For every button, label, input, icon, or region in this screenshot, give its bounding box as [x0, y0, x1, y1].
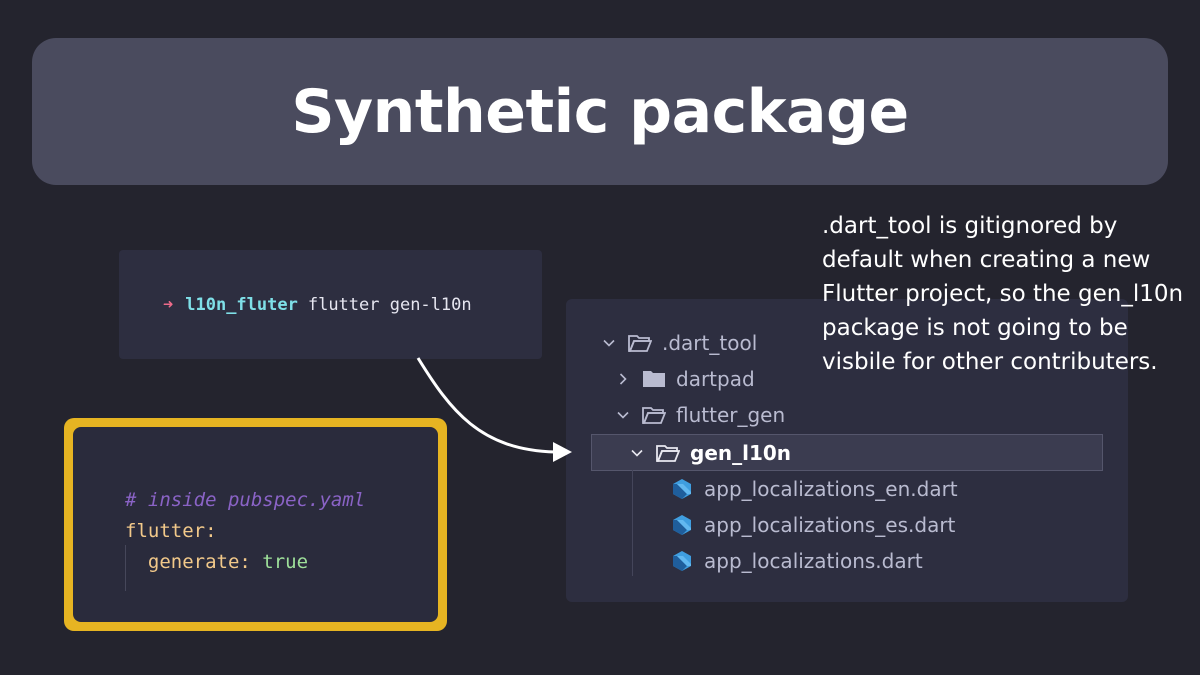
slide-title: Synthetic package: [291, 76, 909, 147]
prompt-arrow-icon: ➜: [163, 294, 174, 315]
yaml-key-generate: generate:: [147, 551, 251, 573]
title-banner: Synthetic package: [32, 38, 1168, 185]
terminal-directory: l10n_fluter: [185, 294, 298, 315]
tree-item-app-localizations[interactable]: app_localizations.dart: [670, 543, 923, 579]
folder-open-icon: [642, 405, 666, 425]
folder-icon: [642, 369, 666, 389]
tree-item-dart-tool[interactable]: .dart_tool: [598, 325, 757, 361]
chevron-right-icon[interactable]: [612, 368, 634, 390]
tree-item-label: dartpad: [676, 367, 755, 391]
terminal-snippet: ➜ l10n_fluter flutter gen-l10n: [119, 250, 542, 359]
tree-item-label: app_localizations.dart: [704, 549, 923, 573]
tree-item-app-localizations-en[interactable]: app_localizations_en.dart: [670, 471, 958, 507]
yaml-snippet: # inside pubspec.yaml flutter: generate:…: [73, 427, 438, 622]
dart-file-icon: [670, 477, 694, 501]
tree-item-gen-l10n[interactable]: gen_l10n: [591, 434, 1103, 471]
tree-item-label: gen_l10n: [690, 440, 792, 465]
yaml-comment: # inside pubspec.yaml: [125, 489, 366, 511]
terminal-line: ➜ l10n_fluter flutter gen-l10n: [163, 295, 472, 315]
folder-open-icon: [656, 443, 680, 463]
yaml-key-flutter: flutter:: [125, 520, 217, 542]
tree-item-label: flutter_gen: [676, 403, 786, 427]
tree-indent-guide: [632, 470, 633, 576]
chevron-down-icon[interactable]: [626, 442, 648, 464]
yaml-highlight-frame: # inside pubspec.yaml flutter: generate:…: [64, 418, 447, 631]
chevron-down-icon[interactable]: [612, 404, 634, 426]
yaml-value-generate: true: [262, 551, 309, 573]
indent-guide: [125, 545, 126, 591]
dart-file-icon: [670, 549, 694, 573]
folder-open-icon: [628, 333, 652, 353]
tree-item-label: app_localizations_es.dart: [704, 513, 956, 537]
terminal-command: flutter gen-l10n: [307, 294, 472, 315]
tree-item-dartpad[interactable]: dartpad: [612, 361, 755, 397]
chevron-down-icon[interactable]: [598, 332, 620, 354]
tree-item-app-localizations-es[interactable]: app_localizations_es.dart: [670, 507, 955, 543]
dart-file-icon: [670, 513, 694, 537]
tree-item-label: app_localizations_en.dart: [704, 477, 958, 501]
tree-item-flutter-gen[interactable]: flutter_gen: [612, 397, 785, 433]
yaml-code: # inside pubspec.yaml flutter: generate:…: [125, 485, 365, 578]
tree-item-label: .dart_tool: [662, 331, 758, 355]
explanation-note: .dart_tool is gitignored by default when…: [822, 213, 1184, 375]
